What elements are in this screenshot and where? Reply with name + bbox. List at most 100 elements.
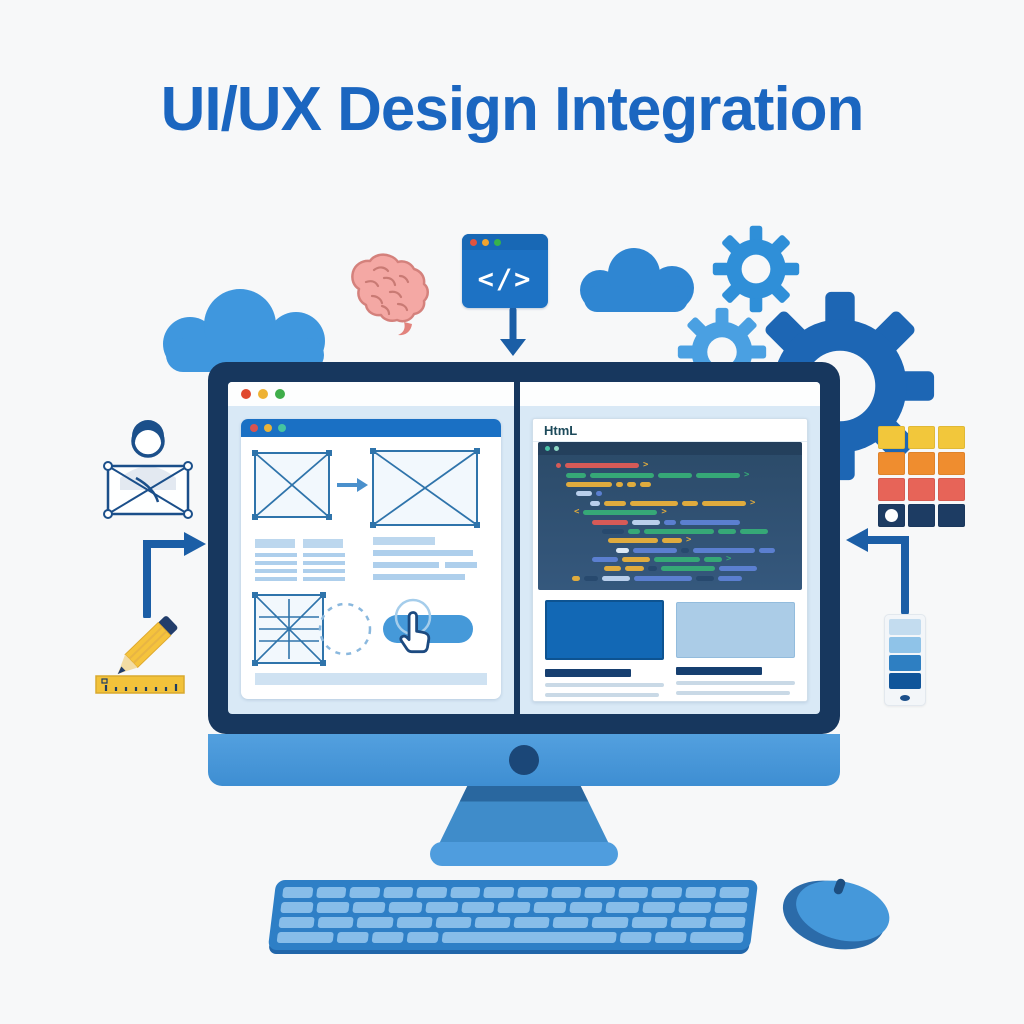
cloud-right-icon [580, 248, 694, 312]
hand-cursor-icon [399, 611, 431, 654]
code-token [566, 472, 586, 478]
keyboard-row [282, 887, 750, 898]
code-token [608, 538, 658, 544]
code-token [644, 528, 714, 534]
keyboard-key [356, 917, 394, 928]
code-token [622, 557, 650, 563]
keyboard-row [278, 917, 746, 928]
code-token [602, 575, 630, 581]
code-window-dot [470, 238, 477, 246]
code-token [590, 500, 600, 506]
code-line: > [590, 498, 794, 508]
palette-selected-dot [885, 509, 898, 522]
code-line: <> [574, 508, 794, 517]
code-chevron: > [643, 460, 649, 471]
keyboard-key [641, 902, 676, 913]
code-token [604, 566, 621, 572]
code-lines: >>><>>> [538, 455, 802, 589]
editor-titlebar [538, 442, 802, 455]
monitor-chin [208, 734, 840, 786]
code-token [718, 528, 736, 534]
preview-heading-bar [676, 667, 762, 675]
arrow-elbow-left-icon [143, 532, 206, 618]
preview-text-line [676, 681, 795, 685]
keyboard [267, 880, 759, 950]
keyboard-key [382, 887, 414, 898]
code-window-icon: </> [462, 234, 548, 308]
code-token [556, 463, 561, 469]
editor-dot [554, 446, 559, 451]
gear-small-top-icon [712, 225, 800, 313]
preview-column [676, 600, 795, 697]
code-token [565, 463, 639, 469]
code-token [648, 566, 657, 572]
palette-cell [908, 478, 935, 501]
mouse [775, 870, 896, 960]
swatch-bars [889, 619, 921, 689]
code-window-dot [494, 238, 501, 246]
code-chevron: > [686, 535, 692, 546]
keyboard-key [349, 887, 381, 898]
code-token [566, 481, 612, 487]
code-token [696, 575, 714, 581]
editor-dot [545, 446, 550, 451]
keyboard-key [441, 932, 617, 943]
keyboard-key [569, 902, 604, 913]
code-chevron: < [574, 507, 580, 518]
keyboard-key [278, 917, 315, 928]
palette-cell [878, 426, 905, 449]
keyboard-key [276, 932, 334, 943]
code-line: > [556, 461, 794, 470]
code-token [704, 557, 722, 563]
window-dot [258, 389, 268, 399]
palette-cell [908, 452, 935, 475]
keyboard-key [280, 902, 314, 913]
keyboard-key [316, 902, 350, 913]
desktop-monitor: HtmL >>><>>> [208, 362, 840, 868]
preview-card-light [676, 602, 795, 658]
swatch-bar [889, 637, 921, 653]
keyboard-key [689, 932, 744, 943]
keyboard-key [483, 887, 515, 898]
keyboard-key [449, 887, 481, 898]
code-window-titlebar [462, 234, 548, 250]
code-line [576, 489, 794, 498]
wireframe-sketch [252, 448, 487, 685]
monitor-screen: HtmL >>><>>> [228, 382, 820, 714]
code-line [602, 527, 794, 536]
swatch-card-icon [884, 614, 926, 706]
code-token [572, 575, 580, 581]
code-token [627, 481, 636, 487]
code-token [740, 528, 768, 534]
code-token [590, 472, 654, 478]
code-token [719, 566, 757, 572]
code-token [616, 481, 623, 487]
code-token [625, 566, 644, 572]
html-doc-label: HtmL [533, 419, 807, 442]
keyboard-key [670, 917, 707, 928]
keyboard-key [552, 917, 590, 928]
keyboard-key [605, 902, 640, 913]
code-area: HtmL >>><>>> [520, 406, 820, 702]
palette-cell [878, 452, 905, 475]
code-chevron: > [744, 469, 750, 480]
code-token [604, 500, 626, 506]
palette-cell [878, 478, 905, 501]
preview-column [545, 600, 664, 697]
monitor-stand [438, 786, 610, 846]
code-token [661, 566, 715, 572]
browser-dot [264, 424, 272, 432]
keyboard-key [424, 902, 459, 913]
palette-cell [938, 478, 965, 501]
code-token [702, 500, 746, 506]
keyboard-key [352, 902, 387, 913]
code-token [681, 547, 689, 553]
code-token [592, 519, 628, 525]
rendered-preview [533, 590, 807, 701]
code-token [696, 472, 740, 478]
keyboard-key [388, 902, 423, 913]
palette-cell [938, 452, 965, 475]
keyboard-key [550, 887, 582, 898]
code-line: > [608, 536, 794, 545]
